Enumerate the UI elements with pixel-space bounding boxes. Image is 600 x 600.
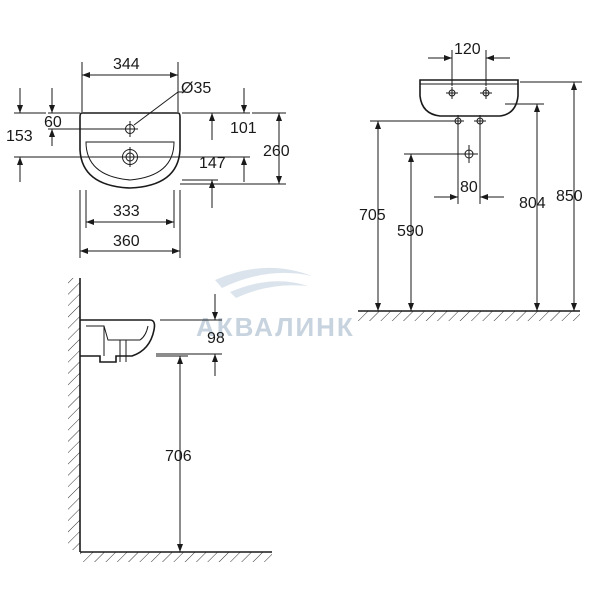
basin-outline-top bbox=[79, 112, 181, 189]
floor-hatch-front bbox=[358, 311, 580, 321]
basin-profile-side bbox=[80, 319, 156, 363]
watermark-text: АКВАЛИНК bbox=[196, 312, 355, 342]
dim-705: 705 bbox=[359, 207, 386, 224]
wall-hatch bbox=[68, 278, 80, 550]
dim-120: 120 bbox=[454, 41, 481, 58]
dim-60: 60 bbox=[44, 114, 62, 131]
dim-147: 147 bbox=[199, 155, 226, 172]
dim-80: 80 bbox=[460, 179, 478, 196]
dim-101: 101 bbox=[230, 120, 257, 137]
basin-bowl-top bbox=[85, 141, 175, 181]
dim-706: 706 bbox=[165, 448, 192, 465]
dim-344: 344 bbox=[113, 56, 140, 73]
front-view: 120 80 705 590 804 850 bbox=[358, 41, 583, 321]
dim-333: 333 bbox=[113, 203, 140, 220]
dim-hole-diameter: Ø35 bbox=[181, 80, 211, 97]
basin-outline-front bbox=[419, 79, 519, 117]
dim-153: 153 bbox=[6, 128, 33, 145]
dim-804: 804 bbox=[519, 195, 546, 212]
watermark-logo: АКВАЛИНК bbox=[196, 267, 355, 342]
top-view: Ø35 344 60 153 101 bbox=[6, 56, 290, 258]
dim-360: 360 bbox=[113, 233, 140, 250]
dim-590: 590 bbox=[397, 223, 424, 240]
dim-98: 98 bbox=[207, 330, 225, 347]
side-view: 98 706 bbox=[68, 278, 272, 562]
dim-260: 260 bbox=[263, 143, 290, 160]
dim-850: 850 bbox=[556, 188, 583, 205]
floor-hatch-side bbox=[80, 552, 272, 562]
